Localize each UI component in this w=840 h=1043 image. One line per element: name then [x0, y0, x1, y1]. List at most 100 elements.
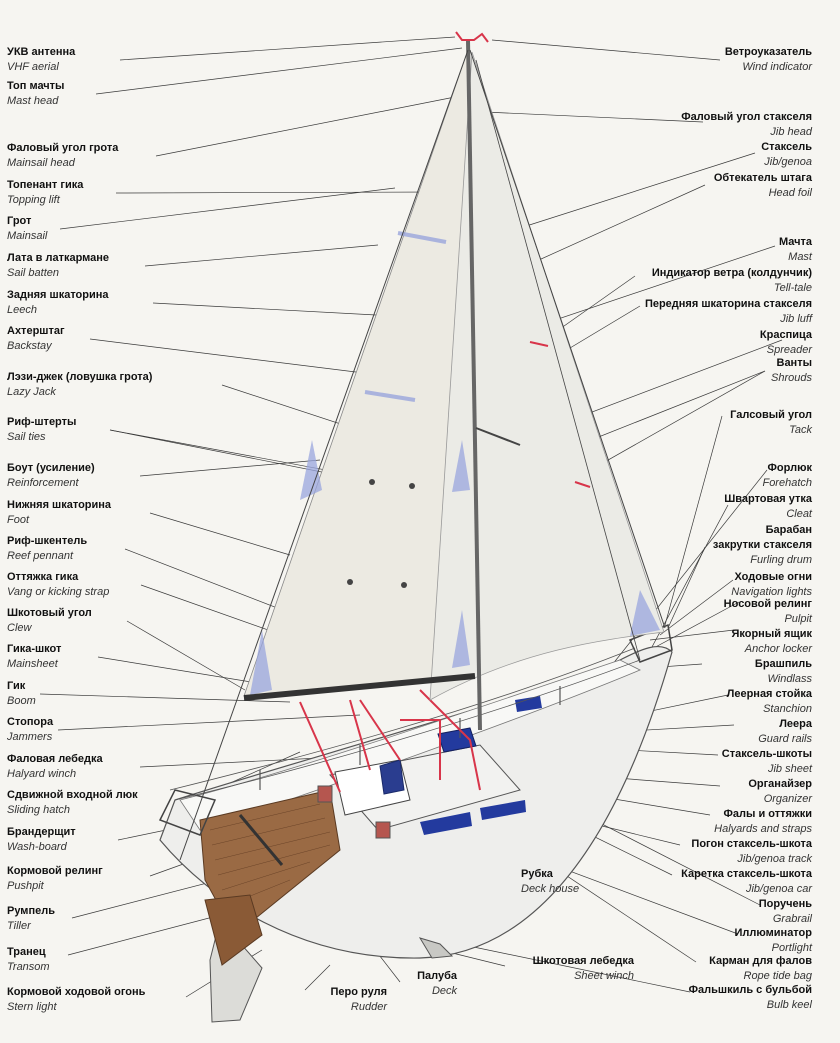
label-ru: Погон стаксель-шкота — [691, 838, 812, 850]
label-en: Sail batten — [7, 267, 59, 279]
label-ru: Обтекатель штага — [713, 172, 812, 184]
label-ru: Шкотовый угол — [7, 607, 92, 619]
label-ru: Галсовый угол — [730, 409, 812, 421]
label-en: Grabrail — [772, 913, 812, 925]
label-ru: Фалы и оттяжки — [723, 808, 812, 820]
mainsail-shape — [243, 49, 471, 697]
label-ru: Гик — [7, 680, 26, 692]
label-en: Jib/genoa car — [745, 883, 812, 895]
label-en: Mast head — [7, 95, 59, 107]
label-tell-tale: Индикатор ветра (колдунчик)Tell-tale — [652, 266, 812, 296]
label-ru: Леерная стойка — [726, 688, 812, 700]
label-ru: Задняя шкаторина — [7, 289, 109, 301]
label-en: Leech — [7, 304, 37, 316]
label-ru: Транец — [7, 946, 46, 958]
label-en: Jib sheet — [767, 763, 812, 775]
label-en: Deck house — [521, 883, 580, 895]
label-ru: Мачта — [778, 236, 812, 248]
label-en: Shrouds — [771, 372, 812, 384]
label-en: Spreader — [766, 344, 812, 356]
label-en: Reinforcement — [7, 477, 79, 489]
label-en: Jib/genoa track — [737, 853, 812, 865]
label-ru: Стаксель — [761, 141, 812, 153]
label-en: Clew — [7, 622, 32, 634]
label-ru: Перо руля — [330, 986, 387, 998]
label-ru: Оттяжка гика — [7, 571, 79, 583]
label-en: Topping lift — [7, 194, 60, 206]
label-ru: Нижняя шкаторина — [7, 499, 112, 511]
label-ru: Топенант гика — [7, 179, 84, 191]
label-ru: УКВ антенна — [7, 46, 76, 58]
label-en: Forehatch — [762, 477, 812, 489]
label-ru: Палуба — [417, 970, 457, 982]
label-ru-line2: закрутки стакселя — [712, 539, 812, 551]
label-en: Tack — [789, 424, 812, 436]
label-en: Foot — [7, 514, 30, 526]
label-en: VHF aerial — [7, 61, 59, 73]
label-ru: Швартовая утка — [724, 493, 812, 505]
label-en: Furling drum — [750, 554, 812, 566]
label-en: Transom — [7, 961, 50, 973]
label-ru: Брандерщит — [7, 826, 76, 838]
label-en: Navigation lights — [731, 586, 812, 598]
label-ru: Барабан — [765, 524, 812, 536]
label-ru: Боут (усиление) — [7, 462, 95, 474]
label-en: Sliding hatch — [7, 804, 70, 816]
label-ru: Лата в латкармане — [7, 252, 110, 264]
label-en: Jib/genoa — [764, 156, 812, 168]
label-ru: Индикатор ветра (колдунчик) — [651, 267, 812, 279]
label-ru: Ванты — [776, 357, 813, 369]
label-en: Stern light — [7, 1001, 57, 1013]
label-ru: Румпель — [7, 905, 55, 917]
label-en: Portlight — [771, 942, 812, 954]
label-ru: Лэзи-джек (ловушка грота) — [7, 371, 153, 383]
label-en: Organizer — [763, 793, 812, 805]
label-en: Halyard winch — [7, 768, 77, 780]
label-en: Anchor locker — [744, 643, 812, 655]
label-ru: Форлюк — [767, 462, 812, 474]
label-ru: Якорный ящик — [731, 628, 812, 640]
label-ru: Брашпиль — [754, 658, 812, 670]
label-ru: Стаксель-шкоты — [721, 748, 812, 760]
label-ru: Рубка — [521, 868, 553, 880]
label-ru: Краспица — [759, 329, 812, 341]
label-en: Rudder — [350, 1001, 387, 1013]
label-ru: Ахтерштаг — [7, 325, 65, 337]
label-en: Wind indicator — [742, 61, 812, 73]
